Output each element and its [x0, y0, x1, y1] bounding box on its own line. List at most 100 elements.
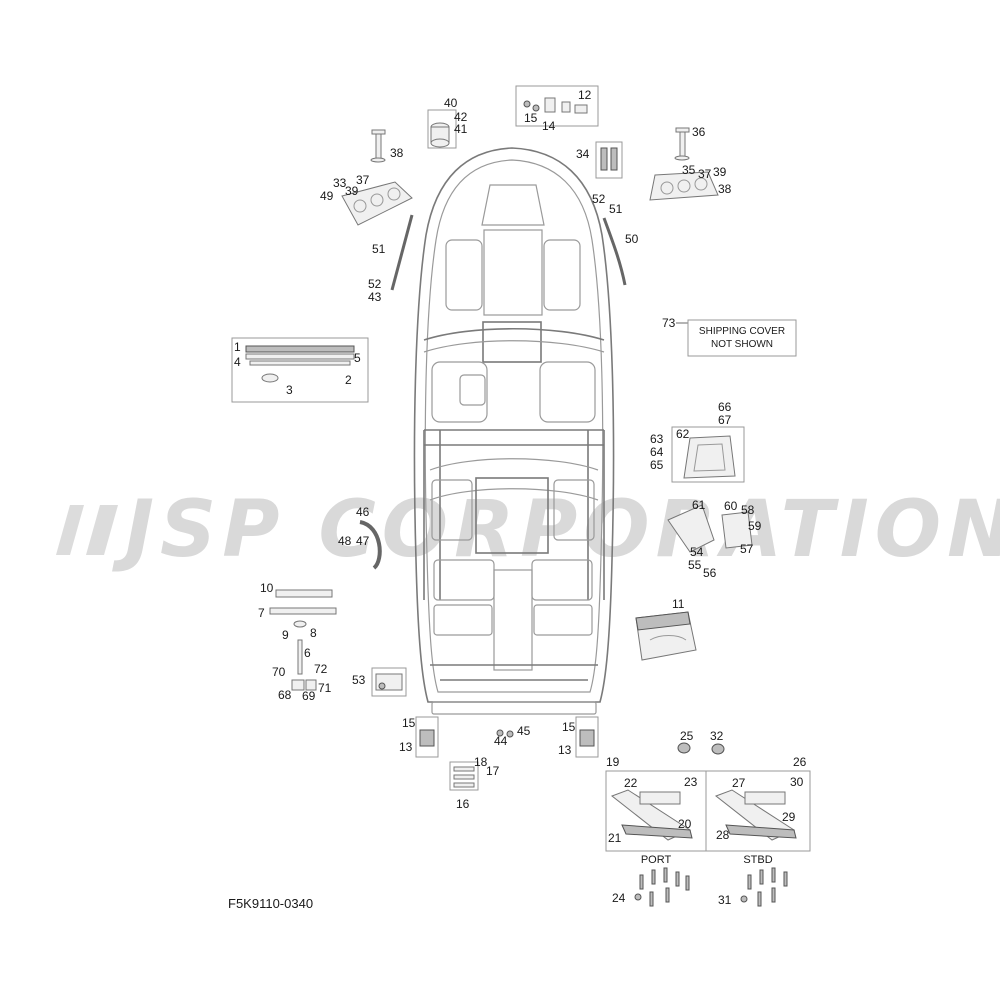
watermark-logo-mark-2 [70, 505, 100, 555]
callout-59: 59 [748, 519, 762, 533]
part-cleat-right [575, 716, 599, 758]
callout-18: 18 [474, 755, 488, 769]
callout-51-right: 51 [609, 202, 623, 216]
part-screws-31 [740, 867, 788, 907]
watermark-text: JSP CORPORATION [112, 485, 1000, 575]
callout-26: 26 [793, 755, 807, 769]
bow-console [481, 184, 545, 226]
callout-58: 58 [741, 503, 755, 517]
part-cooler-11 [635, 611, 697, 661]
callout-57: 57 [740, 542, 754, 556]
tower-arch [429, 458, 599, 501]
part-cup-panel-left [341, 181, 413, 226]
callout-16: 16 [456, 797, 470, 811]
callout-3: 3 [286, 383, 293, 397]
callout-37-right: 37 [698, 167, 712, 181]
shipping-cover-line1: SHIPPING COVER [699, 326, 785, 337]
steering-area [459, 374, 486, 406]
callout-67: 67 [718, 413, 732, 427]
callout-11: 11 [672, 597, 685, 611]
callout-5: 5 [354, 351, 361, 365]
part-hardware-12 [515, 85, 599, 127]
callout-49: 51 [372, 242, 386, 256]
callout-4: 4 [234, 355, 241, 369]
center-engine-hatch [475, 477, 549, 554]
callout-53: 53 [352, 673, 366, 687]
tower-frame [423, 429, 605, 600]
callout-13-left: 13 [399, 740, 413, 754]
aisle [493, 569, 533, 671]
swim-platform [431, 701, 597, 715]
callout-2: 2 [345, 373, 352, 387]
callout-52-right: 52 [592, 192, 606, 206]
callout-39-right: 39 [713, 165, 727, 179]
shipping-cover-line2: NOT SHOWN [711, 339, 773, 350]
windshield [423, 327, 605, 341]
callout-22: 22 [624, 776, 638, 790]
callout-48: 48 [338, 534, 352, 548]
callout-65: 65 [650, 458, 664, 472]
callout-38-right: 38 [718, 182, 732, 196]
callout-60: 60 [724, 499, 738, 513]
callout-64: 64 [650, 445, 664, 459]
callout-10: 10 [260, 581, 274, 595]
bow-seat-right [543, 239, 581, 311]
passenger-console [539, 361, 596, 423]
part-port-wake-plate [610, 789, 693, 841]
hull-inner-rail [424, 159, 604, 693]
callout-46: 46 [356, 505, 370, 519]
callout-39-left: 49 [320, 189, 334, 203]
part-handle-46 [359, 520, 382, 570]
callout-20: 20 [678, 817, 692, 831]
callout-40: 40 [444, 96, 458, 110]
callout-15-right: 15 [562, 720, 576, 734]
label-port: PORT [641, 854, 672, 866]
part-knob-32 [711, 743, 725, 755]
callout-66: 66 [718, 400, 732, 414]
part-knob-25 [677, 742, 691, 754]
label-stbd: STBD [743, 854, 772, 866]
hull-outline [413, 147, 615, 703]
stern-lounge-left [433, 604, 493, 636]
seat-right [553, 479, 595, 541]
trim-strip-box [231, 337, 369, 403]
part-screws-24 [634, 867, 690, 907]
callout-50: 50 [625, 232, 639, 246]
part-trim-strip [245, 345, 355, 383]
callout-8: 8 [310, 626, 317, 640]
callout-13-right: 13 [558, 743, 572, 757]
callout-27: 27 [732, 776, 746, 790]
callout-21: 21 [608, 831, 622, 845]
part-latch-43 [595, 141, 623, 179]
callout-23: 23 [684, 775, 698, 789]
callout-47: 47 [356, 534, 370, 548]
callout-32: 32 [710, 729, 724, 743]
callout-1: 1 [234, 340, 241, 354]
part-boarding-ladder-16 [449, 761, 479, 791]
callout-42: 42 [454, 110, 468, 124]
seat-left [431, 479, 473, 541]
callout-52-left: 43 [368, 290, 382, 304]
callout-70: 70 [272, 665, 286, 679]
part-cleat-left [415, 716, 439, 758]
part-cup-panel-right [649, 171, 719, 201]
windshield-2 [423, 340, 605, 353]
callout-36: 36 [692, 125, 706, 139]
callout-31: 31 [718, 893, 732, 907]
callout-55: 55 [688, 558, 702, 572]
callout-51-left: 52 [368, 277, 382, 291]
part-mount-62 [683, 435, 736, 479]
boat-hull [413, 147, 615, 715]
part-rod-50 [602, 217, 627, 286]
bow-seat-left [445, 239, 483, 311]
callout-28: 28 [716, 828, 730, 842]
callout-54: 54 [690, 545, 704, 559]
cooler-mount-box [671, 426, 745, 483]
part-cupholder-40 [427, 109, 457, 149]
callout-19: 19 [606, 755, 620, 769]
stbd-assembly-box [705, 770, 811, 852]
callout-6: 6 [304, 646, 311, 660]
callout-69: 69 [302, 689, 316, 703]
part-ladder-10 [269, 589, 337, 675]
